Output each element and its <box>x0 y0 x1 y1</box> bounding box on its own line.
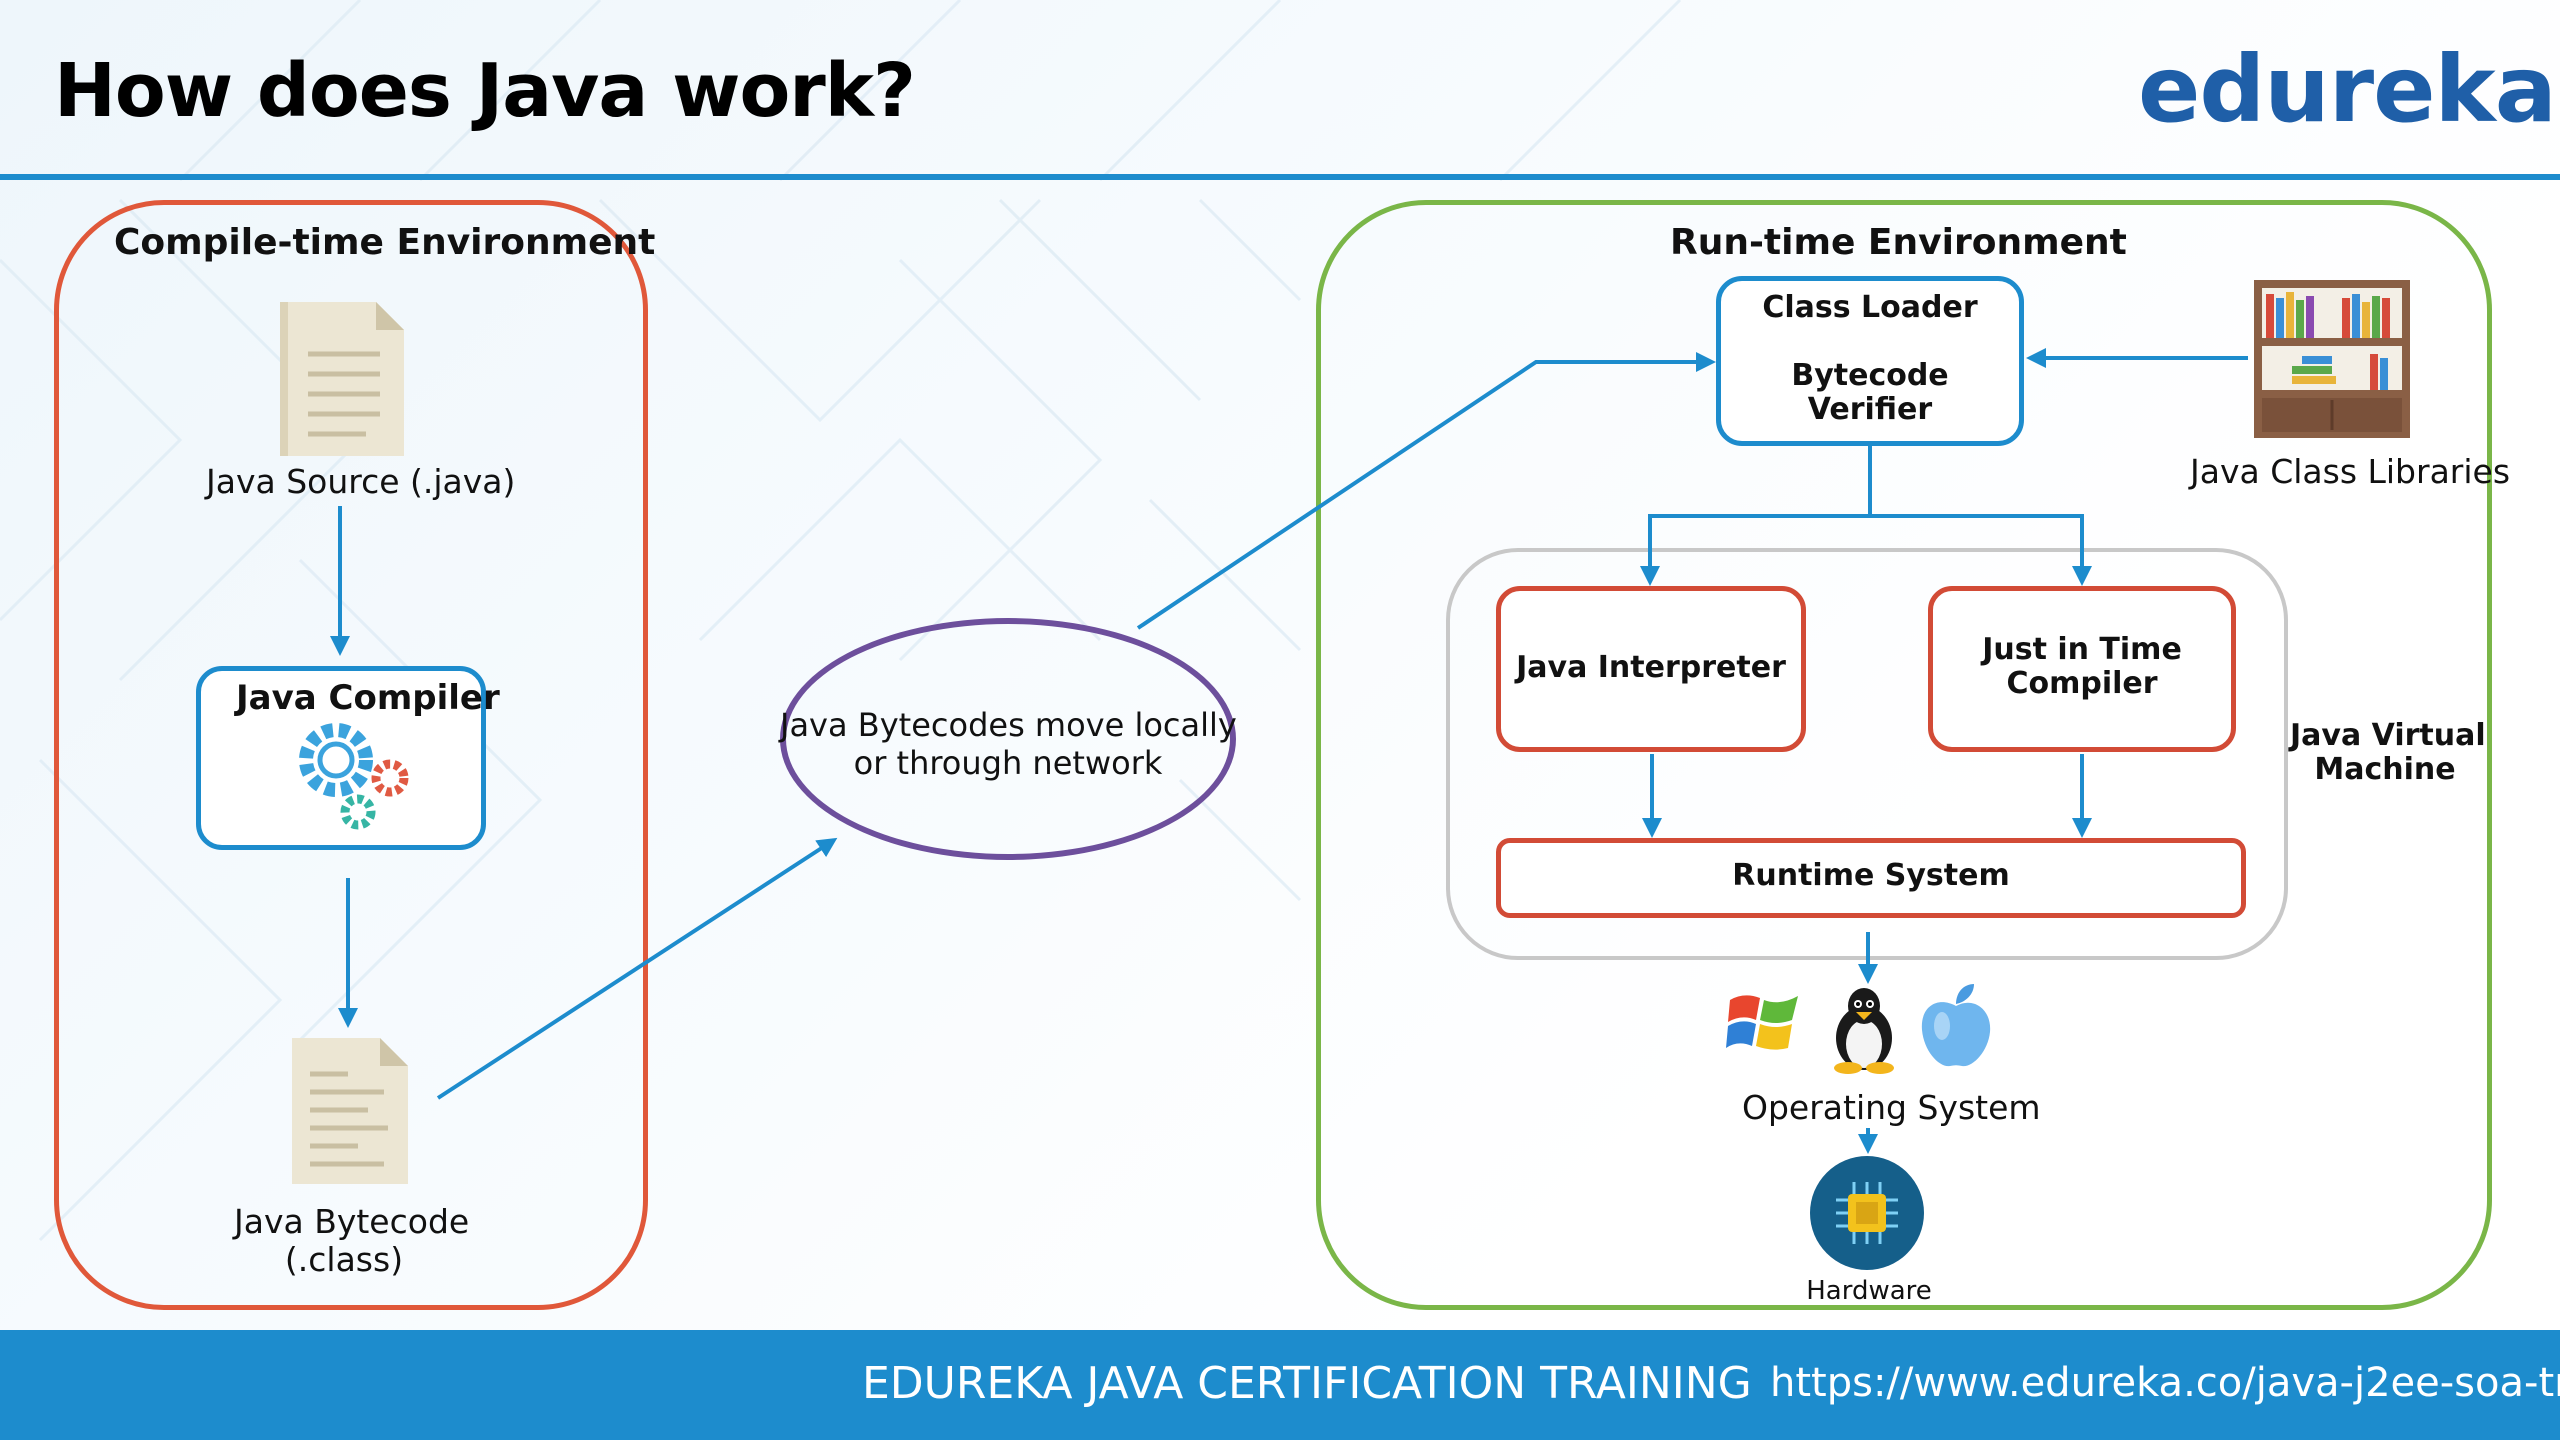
title-divider <box>0 174 2560 180</box>
edureka-logo: edureka! <box>2138 36 2560 143</box>
apple-icon <box>1921 984 1991 1067</box>
page-title: How does Java work? <box>54 48 916 134</box>
arrow-network-to-class-loader <box>1136 352 1716 630</box>
java-interpreter-label: Java Interpreter <box>1516 650 1786 685</box>
jit-compiler-label-1: Just in Time <box>1982 632 2182 667</box>
arrow-loader-to-interpreter <box>1640 446 1872 586</box>
bookshelf-icon <box>2254 280 2410 438</box>
footer-bar <box>0 1330 2560 1440</box>
run-time-panel <box>1316 200 2492 1310</box>
gears-icon <box>299 723 409 830</box>
compile-env-title: Compile-time Environment <box>114 222 656 263</box>
runtime-system-label: Runtime System <box>1732 858 2010 893</box>
footer-url-link[interactable]: https://www.edureka.co/java-j2ee-soa-tra… <box>1770 1360 2560 1406</box>
linux-penguin-icon <box>1834 988 1894 1074</box>
arrow-bytecode-to-network <box>436 837 838 1100</box>
java-source-label: Java Source (.java) <box>206 462 516 501</box>
jvm-label-2: Machine <box>2314 752 2456 787</box>
java-interpreter-box <box>1496 586 1806 752</box>
footer-title: EDUREKA JAVA CERTIFICATION TRAINING <box>862 1358 1752 1409</box>
bytecode-verifier-label-1: Bytecode <box>1791 358 1949 393</box>
hardware-label: Hardware <box>1806 1276 1932 1306</box>
java-compiler-label: Java Compiler <box>236 678 500 718</box>
document-icon <box>280 302 404 456</box>
windows-icon <box>1726 995 1798 1050</box>
network-label-2: or through network <box>853 744 1163 782</box>
arrow-loader-to-jit <box>1870 514 2092 586</box>
bytecode-verifier-label-2: Verifier <box>1807 392 1933 427</box>
bytecode-document-icon <box>292 1038 408 1184</box>
operating-system-label: Operating System <box>1742 1088 2041 1127</box>
network-label-1: Java Bytecodes move locally <box>780 706 1237 744</box>
network-ellipse <box>780 618 1236 860</box>
class-loader-label: Class Loader <box>1762 290 1978 325</box>
jit-compiler-box <box>1928 586 2236 752</box>
java-class-libraries-label: Java Class Libraries <box>2190 452 2511 491</box>
jvm-label-1: Java Virtual <box>2290 718 2486 753</box>
chip-icon <box>1810 1156 1924 1270</box>
jit-compiler-label-2: Compiler <box>2006 666 2158 701</box>
runtime-env-title: Run-time Environment <box>1670 222 2127 263</box>
runtime-system-box <box>1496 838 2246 918</box>
compile-time-panel <box>54 200 648 1310</box>
class-loader-box <box>1716 276 2024 446</box>
java-bytecode-label-1: Java Bytecode <box>234 1202 470 1241</box>
java-bytecode-label-2: (.class) <box>284 1240 404 1279</box>
